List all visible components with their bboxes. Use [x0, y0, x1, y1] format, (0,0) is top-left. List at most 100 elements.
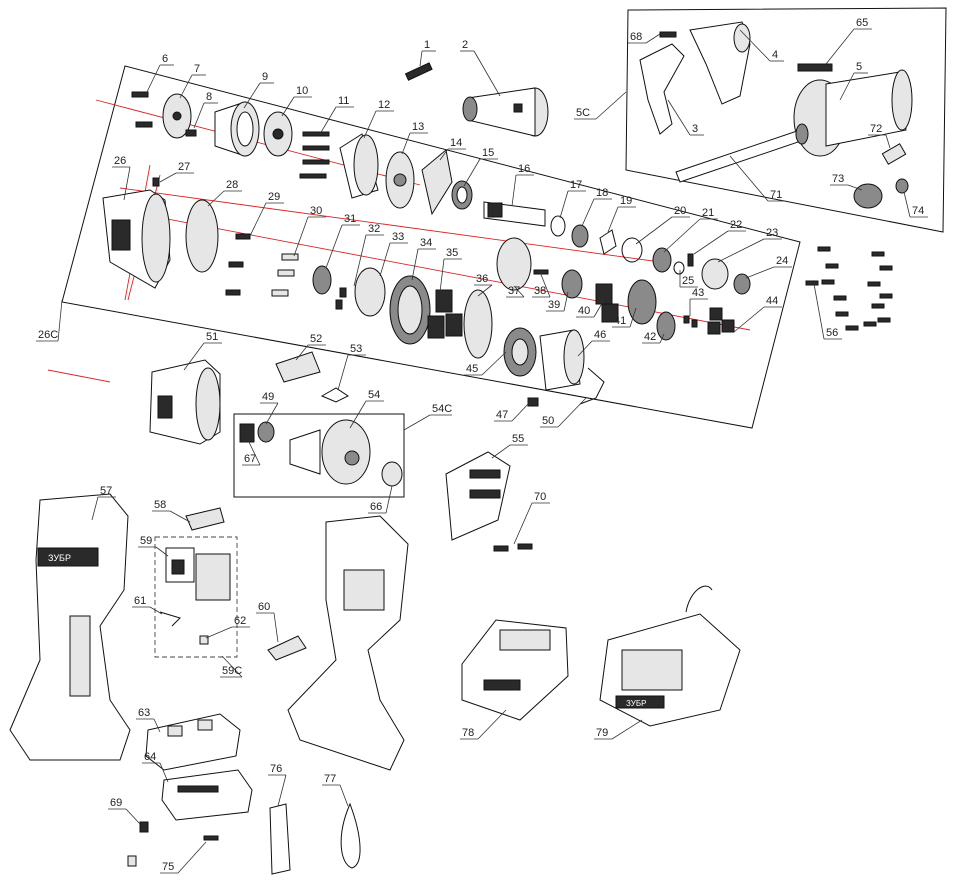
leader-line-27 [159, 172, 177, 183]
part-screws-70 [493, 543, 533, 552]
leader-line-7 [179, 74, 193, 99]
leader-line-59c [221, 655, 243, 678]
part-board-63 [145, 713, 241, 771]
part-label-58: 58 [154, 499, 166, 511]
part-label-36: 36 [476, 273, 488, 285]
part-plate-37 [496, 237, 532, 291]
leader-line-49 [265, 402, 279, 425]
part-gear-ring-45 [503, 327, 537, 377]
leader-line-37 [513, 285, 525, 298]
part-carrier-23 [701, 258, 729, 290]
leader-line-35 [439, 258, 445, 293]
part-clip-47 [527, 397, 539, 407]
part-label-70: 70 [534, 491, 546, 503]
part-bracket-52 [275, 351, 321, 383]
part-label-50: 50 [542, 415, 554, 427]
part-label-51: 51 [206, 331, 218, 343]
part-label-28: 28 [226, 179, 238, 191]
group-outlines [61, 7, 947, 658]
part-pins-30 [271, 253, 299, 297]
brand-logo-79: ЗУБР [626, 699, 646, 708]
part-gear-21 [652, 247, 672, 273]
part-fan-housing-55 [445, 451, 511, 541]
part-nut-74 [895, 178, 909, 194]
part-ring-9 [214, 101, 260, 157]
leader-line-34 [411, 248, 419, 281]
part-label-40: 40 [578, 305, 590, 317]
part-label-24: 24 [776, 255, 788, 267]
leader-line-29 [249, 202, 267, 237]
leader-line-10 [281, 96, 295, 117]
part-handle-5 [793, 69, 913, 157]
part-label-30: 30 [310, 205, 322, 217]
part-gears-40 [595, 283, 619, 323]
part-pin-68 [659, 31, 677, 38]
part-label-54c: 54C [432, 403, 452, 415]
part-label-38: 38 [534, 285, 546, 297]
part-belt-clip-76 [269, 803, 291, 875]
leader-line-46 [577, 340, 593, 357]
leader-line-76 [277, 774, 287, 807]
part-handle-lever-3 [639, 43, 685, 135]
leader-line-42 [659, 333, 665, 344]
brand-logo-57: ЗУБР [48, 553, 71, 563]
part-planet-gears-35 [427, 289, 463, 339]
part-ring-20 [621, 237, 643, 263]
leader-line-72 [885, 134, 891, 149]
part-label-68: 68 [630, 31, 642, 43]
part-label-57: 57 [100, 485, 112, 497]
part-label-61: 61 [134, 595, 146, 607]
leader-line-17 [559, 190, 569, 219]
leader-line-18 [581, 198, 595, 227]
part-label-17: 17 [570, 179, 582, 191]
leader-line-21 [663, 218, 701, 253]
leader-line-79 [611, 719, 643, 740]
part-gear-42 [656, 311, 676, 341]
leader-line-8 [193, 102, 205, 129]
part-label-26: 26 [114, 155, 126, 167]
part-spring-65 [797, 63, 833, 72]
part-label-31: 31 [344, 213, 356, 225]
part-label-8: 8 [206, 91, 212, 103]
part-label-59: 59 [140, 535, 152, 547]
leader-line-70 [513, 502, 533, 545]
leader-line-33 [379, 242, 391, 277]
part-screws-56 [805, 246, 893, 331]
part-label-54: 54 [368, 389, 380, 401]
part-bearing-66 [381, 461, 403, 487]
part-pin-38 [533, 269, 549, 275]
part-label-78: 78 [462, 727, 474, 739]
leader-line-52 [295, 344, 309, 361]
part-knob-73 [853, 183, 883, 209]
part-label-49: 49 [262, 391, 274, 403]
leader-line-1 [419, 50, 423, 67]
leader-line-50 [557, 397, 587, 428]
leader-line-59 [155, 546, 169, 557]
part-label-32: 32 [368, 223, 380, 235]
part-pin-72 [881, 143, 907, 165]
part-label-64: 64 [144, 751, 156, 763]
leader-line-20 [635, 216, 673, 245]
part-pin-22 [687, 253, 694, 267]
part-nut-15 [451, 180, 473, 210]
leader-line-78 [477, 709, 507, 740]
part-gearbox-shell-46 [539, 329, 585, 391]
part-ring-25 [673, 261, 685, 275]
part-label-71: 71 [770, 189, 782, 201]
leader-line-55 [491, 444, 511, 459]
part-spring-61 [159, 611, 181, 627]
part-label-35: 35 [446, 247, 458, 259]
part-clip-53 [320, 387, 349, 403]
part-label-74: 74 [912, 205, 924, 217]
leader-line-2 [473, 50, 501, 97]
part-gear-39 [561, 269, 583, 299]
part-label-53: 53 [350, 343, 362, 355]
leader-line-3 [667, 99, 691, 136]
part-switch-59 [165, 547, 231, 601]
part-label-62: 62 [234, 615, 246, 627]
leader-line-32 [353, 234, 367, 287]
part-label-3: 3 [692, 123, 698, 135]
part-label-55: 55 [512, 433, 524, 445]
part-label-77: 77 [324, 773, 336, 785]
